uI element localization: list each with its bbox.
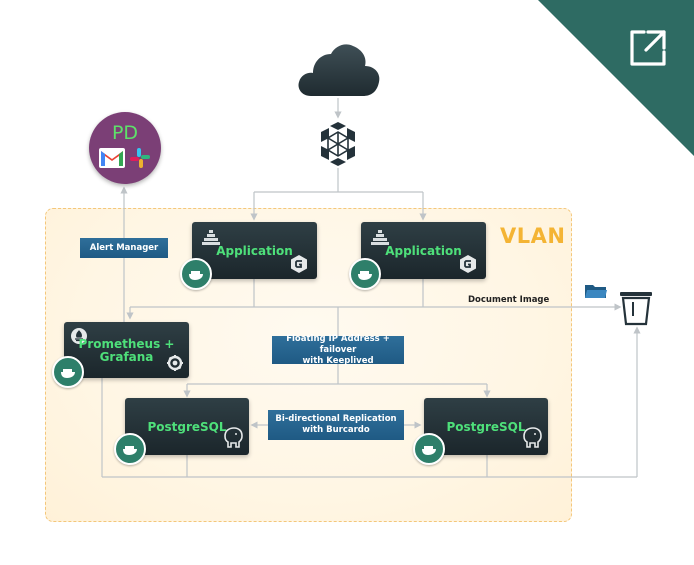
slack-icon — [130, 148, 150, 168]
elephant-icon — [523, 427, 542, 448]
postgresql-label: PostgreSQL — [446, 420, 526, 434]
nginx-icon — [460, 255, 476, 273]
pagerduty-logo: PD — [111, 122, 139, 144]
docker-badge — [114, 433, 146, 465]
docker-icon — [123, 446, 137, 455]
application-label: Application — [216, 244, 293, 258]
nginx-icon — [291, 255, 307, 273]
gmail-icon — [99, 148, 125, 168]
load-balancer-icon — [321, 122, 355, 166]
floating-ip-line1: Floating IP Address + failover — [286, 333, 390, 355]
cloud-icon — [298, 44, 380, 96]
replication-line2: with Burcardo — [302, 425, 370, 435]
application-label: Application — [385, 244, 462, 258]
docker-badge — [180, 258, 212, 290]
corner-banner[interactable] — [534, 0, 694, 160]
elephant-icon — [224, 427, 243, 448]
replication-line1: Bi-directional Replication — [275, 414, 397, 424]
monitoring-label: Prometheus + Grafana — [64, 338, 189, 364]
document-image-label: Document Image — [468, 295, 550, 305]
grafana-icon — [167, 355, 183, 371]
monitoring-node: Prometheus + Grafana — [64, 322, 189, 378]
alert-manager-label: Alert Manager — [80, 238, 168, 258]
prometheus-icon — [71, 328, 87, 344]
docker-icon — [61, 369, 75, 378]
application-node-1: Application — [192, 222, 317, 279]
monitoring-label-line2: Grafana — [99, 350, 154, 364]
floating-ip-label: Floating IP Address + failover with Keep… — [272, 333, 404, 366]
docker-icon — [358, 271, 372, 280]
external-link-icon — [630, 30, 666, 66]
bucket-icon — [620, 292, 652, 326]
vlan-label: VLAN — [500, 224, 566, 248]
docker-icon — [422, 446, 436, 455]
pagerduty-notify-node: PD — [89, 112, 161, 184]
replication-label: Bi-directional Replication with Burcardo — [268, 410, 404, 440]
floating-ip-line2: with Keeplived — [302, 355, 374, 366]
postgresql-label: PostgreSQL — [147, 420, 227, 434]
docker-badge — [52, 356, 84, 388]
app-server-icon — [371, 230, 389, 245]
docker-badge — [413, 433, 445, 465]
monitoring-label-line1: Prometheus + — [78, 337, 175, 351]
folder-icon — [585, 285, 607, 298]
app-server-icon — [202, 230, 220, 245]
docker-icon — [189, 271, 203, 280]
application-node-2: Application — [361, 222, 486, 279]
docker-badge — [349, 258, 381, 290]
